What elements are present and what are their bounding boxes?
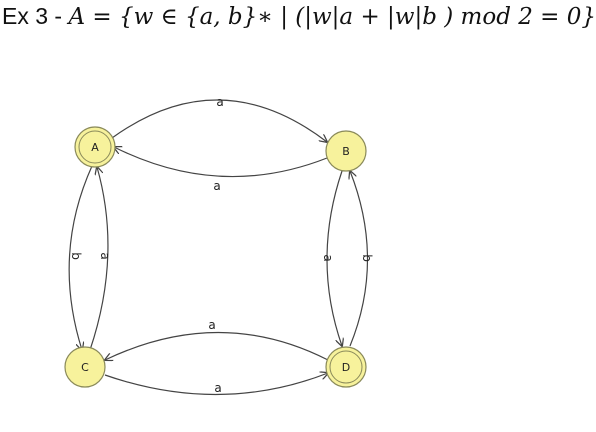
edge-label-a-to-c: b (69, 252, 83, 260)
state-a-label: A (91, 141, 99, 154)
exercise-title: Ex 3 - A = {w ∈ {a, b}∗ | (|w|a + |w|b )… (2, 3, 596, 30)
edge-label-b-to-a: a (213, 179, 220, 193)
page: Ex 3 - A = {w ∈ {a, b}∗ | (|w|a + |w|b )… (2, 3, 596, 396)
edge-label-a-to-b: a (216, 95, 223, 109)
edge-b-to-d (326, 170, 342, 346)
state-c: C (64, 346, 106, 388)
state-d: D (325, 346, 367, 388)
state-c-label: C (81, 361, 89, 374)
edge-b-to-a (114, 147, 328, 178)
edge-d-to-c (105, 331, 329, 361)
edge-c-to-a (89, 167, 109, 351)
edge-label-d-to-b: b (360, 254, 374, 262)
state-d-label: D (342, 361, 350, 374)
state-b: B (325, 130, 367, 172)
state-b-label: B (342, 145, 350, 158)
edge-d-to-b (350, 171, 369, 347)
edge-a-to-b (111, 99, 327, 142)
edge-label-c-to-a: a (98, 252, 112, 259)
edge-label-b-to-d: a (321, 254, 335, 261)
title-math: A = {w ∈ {a, b}∗ | (|w|a + |w|b ) mod 2 … (68, 4, 596, 30)
edge-label-d-to-c: a (208, 318, 215, 332)
state-a: A (74, 126, 116, 168)
edge-c-to-d (104, 373, 328, 396)
edge-label-c-to-d: a (214, 381, 221, 395)
edge-a-to-c (68, 165, 93, 350)
title-prefix: Ex 3 - (2, 3, 69, 29)
state-diagram: a a a a b a a b A B C D (64, 95, 374, 396)
